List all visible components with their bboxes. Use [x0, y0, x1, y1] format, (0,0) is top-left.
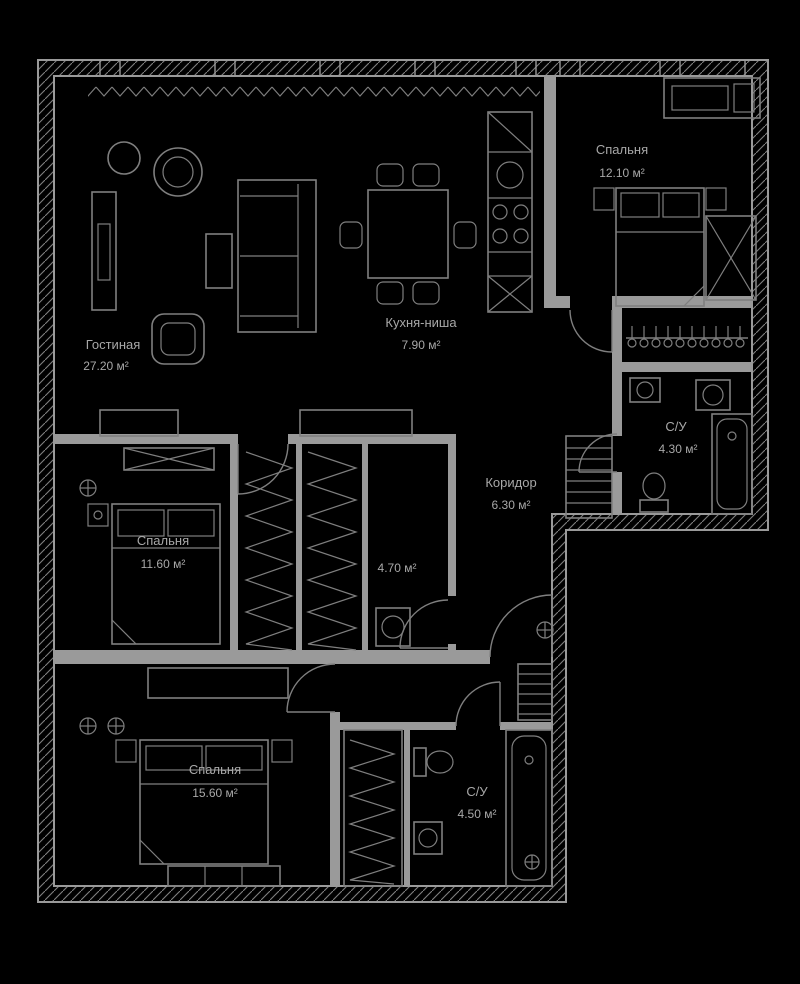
bed-symbol-bottom [139, 739, 269, 865]
room-label-closet-area: 4.70 м² [378, 561, 417, 575]
door-arc [286, 663, 336, 713]
bed-symbol-mid [111, 503, 221, 645]
armchair-symbol [151, 313, 205, 365]
floor-drain-icon [107, 717, 125, 735]
nightstand-symbol [593, 187, 615, 211]
door-arc [578, 433, 618, 473]
room-label-bedroom-mid-name: Спальня [137, 533, 189, 548]
door-arc [237, 443, 289, 495]
closet-zigzag-symbol [244, 451, 358, 651]
kitchen-counter-symbol [487, 111, 533, 313]
room-label-living-name: Гостиная [86, 337, 141, 352]
curtain-zigzag [88, 84, 540, 98]
nightstand-symbol [271, 739, 293, 763]
bench-symbol [167, 865, 281, 887]
nightstand-symbol [115, 739, 137, 763]
room-label-kitchen-name: Кухня-ниша [385, 315, 457, 330]
room-label-bedroom-bottom-name: Спальня [189, 762, 241, 777]
room-label-corridor-area: 6.30 м² [492, 498, 531, 512]
room-label-bedroom-bottom-area: 15.60 м² [192, 786, 238, 800]
sink-icon [629, 377, 661, 403]
room-label-bedroom-top-area: 12.10 м² [599, 166, 645, 180]
door-arc [489, 594, 553, 658]
room-label-bath-top-name: С/У [665, 419, 687, 434]
washing-machine-icon [695, 379, 731, 411]
floor-drain-icon [79, 479, 97, 497]
exterior-walls [37, 59, 769, 903]
interior-walls [54, 76, 752, 886]
floor-drain-icon [536, 621, 554, 639]
stove-icon [492, 204, 529, 244]
window-mullions [99, 60, 746, 76]
bathtub-icon [505, 729, 553, 887]
tv-stand-symbol [91, 191, 117, 311]
room-label-bath-bottom-area: 4.50 м² [458, 807, 497, 821]
nightstand-symbol [87, 503, 109, 527]
wardrobe-symbol [705, 215, 757, 301]
fridge-icon [487, 275, 533, 313]
bed-symbol-top [615, 187, 705, 307]
wardrobe-symbol [147, 667, 289, 699]
plant-symbol [107, 141, 141, 175]
room-label-bedroom-mid-area: 11.60 м² [141, 557, 186, 571]
nightstand-symbol [705, 187, 727, 211]
toilet-icon [413, 747, 454, 777]
floor-drain-icon [524, 854, 540, 870]
dining-table-symbol [367, 189, 449, 279]
shelf-cabinet-symbol [565, 435, 613, 519]
room-label-kitchen-area: 7.90 м² [402, 338, 441, 352]
sofa-symbol [237, 179, 317, 333]
sink-icon [496, 161, 524, 189]
door-arc [569, 309, 613, 353]
door-arc [455, 681, 501, 727]
hanger-rod-symbol [626, 326, 748, 348]
toilet-icon [639, 472, 669, 513]
dresser-symbol [123, 447, 215, 471]
floor-drain-icons [79, 479, 554, 870]
sink-icon [413, 821, 443, 855]
room-label-bath-top-area: 4.30 м² [659, 442, 698, 456]
room-label-living-area: 27.20 м² [83, 359, 129, 373]
living-wardrobes [99, 409, 413, 437]
dresser-symbol [663, 77, 761, 119]
dining-chairs [339, 163, 477, 305]
door-arc [399, 599, 449, 649]
floor-drain-icon [79, 717, 97, 735]
shelf-cabinet-symbol [517, 663, 553, 721]
room-label-bedroom-top-name: Спальня [596, 142, 648, 157]
room-labels: Гостиная 27.20 м² Кухня-ниша 7.90 м² Спа… [83, 142, 697, 821]
bathtub-icon [711, 413, 753, 515]
coffee-table-symbol [205, 233, 233, 289]
room-label-corridor-name: Коридор [485, 475, 536, 490]
armchair-round-symbol [153, 147, 203, 197]
closet-zigzag-symbol [343, 729, 403, 887]
room-label-bath-bottom-name: С/У [466, 784, 488, 799]
